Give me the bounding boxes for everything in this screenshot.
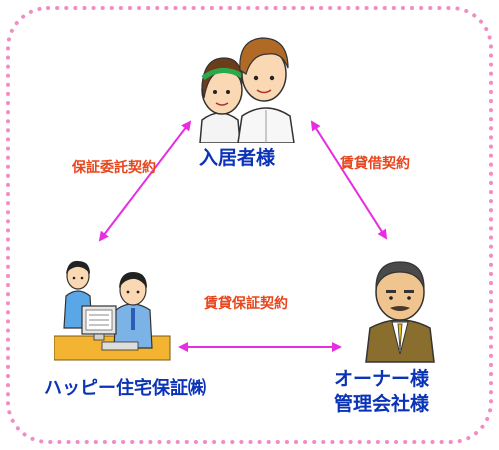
guarantee-consignment-contract-label: 保証委託契約: [72, 160, 156, 176]
owner-label-line2: 管理会社様: [334, 393, 430, 415]
owner-illustration: [365, 261, 435, 363]
lease-contract-label: 賃貸借契約: [340, 156, 410, 172]
arrow-tenant-owner: [310, 120, 388, 240]
guarantor-staff-illustration: [54, 260, 171, 361]
arrow-tenant-guarantor: [98, 120, 192, 242]
guarantor-label: ハッピー住宅保証㈱: [44, 378, 206, 399]
tenant-couple-illustration: [199, 37, 295, 143]
tenant-label: 入居者様: [199, 147, 276, 169]
rent-guarantee-contract-label: 賃貸保証契約: [204, 296, 288, 312]
owner-label-line1: オーナー様: [334, 368, 430, 390]
